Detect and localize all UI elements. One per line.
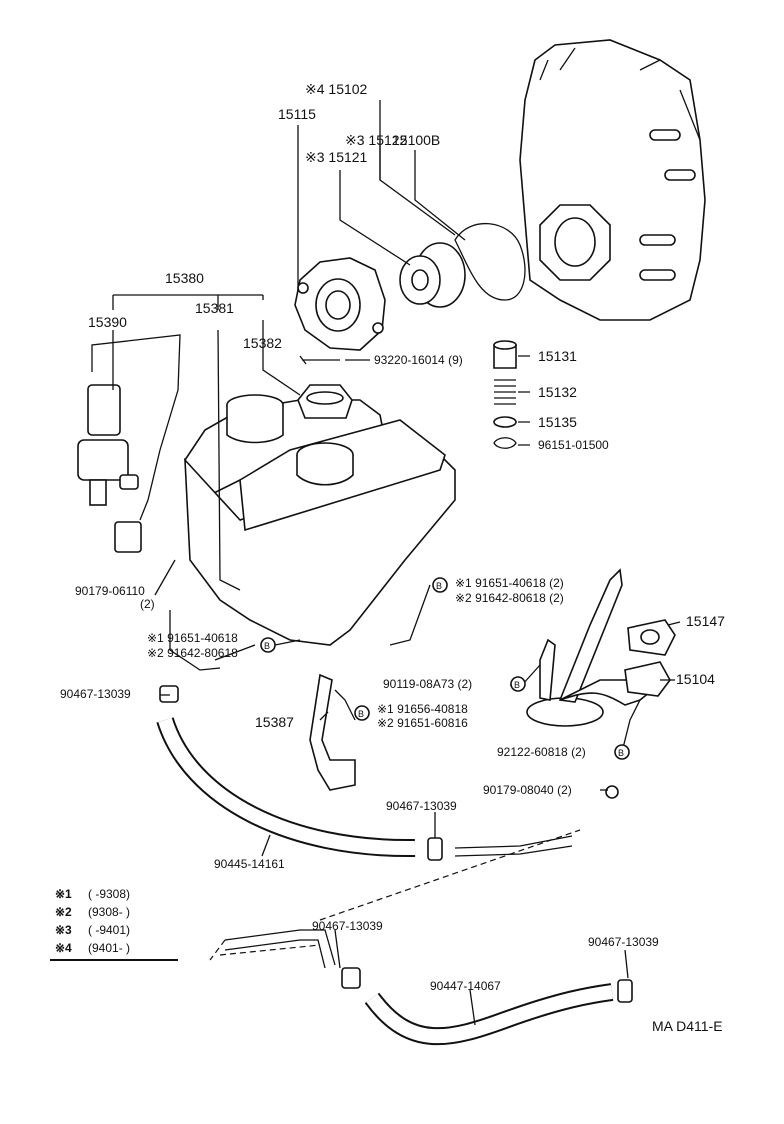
legend-mark-2: ※2 — [55, 905, 72, 919]
label-90119: 90119-08A73 (2) — [383, 677, 472, 691]
label-15380: 15380 — [165, 270, 204, 286]
oil-pump-rotor — [399, 242, 466, 308]
dashed-zone-lower — [219, 944, 321, 956]
label-91642-80618-b: ※2 91642-80618 — [147, 646, 238, 660]
legend-mark-4: ※4 — [55, 941, 72, 955]
label-90447: 90447-14067 — [430, 979, 501, 993]
clamp-90467-d — [617, 979, 633, 1003]
label-93220: 93220-16014 (9) — [374, 353, 463, 367]
label-15132: 15132 — [538, 384, 577, 400]
bracket-15387 — [309, 673, 356, 791]
label-15135: 15135 — [538, 414, 577, 430]
label-15121: ※3 15121 — [305, 149, 368, 165]
solenoid-valve — [77, 334, 181, 553]
label-15102: ※4 15102 — [305, 81, 368, 97]
bolt-marker-4: B — [358, 709, 364, 719]
label-90467-a: 90467-13039 — [60, 687, 131, 701]
legend-range-4: (9401- ) — [88, 941, 130, 955]
label-15382: 15382 — [243, 335, 282, 351]
legend-range-3: ( -9401) — [88, 923, 130, 937]
label-91651-40618-b: ※1 91651-40618 — [147, 631, 238, 645]
part-labels: ※4 15102 15115 ※3 15122 15100B ※3 15121 … — [60, 81, 725, 1034]
label-91642-80618-a: ※2 91642-80618 (2) — [455, 591, 564, 605]
bolt-marker-5: B — [618, 748, 624, 758]
bolt-marker-2: B — [264, 641, 270, 651]
label-15115: 15115 — [278, 106, 316, 122]
legend-mark-1: ※1 — [55, 887, 72, 901]
label-15104: 15104 — [676, 671, 715, 687]
legend-range-2: (9308- ) — [88, 905, 130, 919]
hose-90447-inner — [366, 985, 613, 1044]
leader-lines — [112, 100, 681, 1026]
pipe-lower-left — [224, 929, 336, 969]
label-15100b: 15100B — [392, 132, 440, 148]
label-15122: ※3 15122 — [345, 132, 408, 148]
label-90467-c: 90467-13039 — [312, 919, 383, 933]
oil-pipe-assembly — [526, 568, 676, 799]
pipe-upper-right — [454, 835, 573, 857]
clamp-90467-c — [341, 967, 361, 989]
label-15147: 15147 — [686, 613, 725, 629]
clamp-90467-b — [427, 837, 443, 861]
label-90467-b: 90467-13039 — [386, 799, 457, 813]
label-15387: 15387 — [255, 714, 294, 730]
bolt-markers: B B B B B — [260, 577, 630, 760]
label-90179-06110-qty: (2) — [140, 597, 155, 611]
label-91651-60816: ※2 91651-60816 — [377, 716, 468, 730]
legend-range-1: ( -9308) — [88, 887, 130, 901]
clamp-90467-a — [159, 685, 179, 703]
label-90467-d: 90467-13039 — [588, 935, 659, 949]
label-90445: 90445-14161 — [214, 857, 285, 871]
label-91656: ※1 91656-40818 — [377, 702, 468, 716]
relief-valve-parts — [493, 340, 517, 449]
diagram-code: MA D411-E — [652, 1018, 723, 1034]
label-15131: 15131 — [538, 348, 577, 364]
bolt-93220 — [299, 355, 340, 365]
label-91651-40618-a: ※1 91651-40618 (2) — [455, 576, 564, 590]
engine-block — [519, 39, 706, 321]
bolt-marker-3: B — [514, 680, 520, 690]
legend-mark-3: ※3 — [55, 923, 72, 937]
label-92122: 92122-60818 (2) — [497, 745, 586, 759]
label-15381: 15381 — [195, 300, 234, 316]
oil-pump-body — [294, 257, 386, 351]
oil-reservoir-tank — [184, 384, 456, 646]
label-90179-06110: 90179-06110 — [75, 584, 145, 598]
bolt-marker-1: B — [436, 581, 442, 591]
hose-90445-inner — [158, 717, 416, 856]
label-96151: 96151-01500 — [538, 438, 609, 452]
label-90179-08040: 90179-08040 (2) — [483, 783, 572, 797]
o-ring — [454, 223, 526, 301]
date-range-legend: ※1 ( -9308) ※2 (9308- ) ※3 ( -9401) ※4 (… — [50, 887, 178, 961]
label-15390: 15390 — [88, 314, 127, 330]
dashed-zone-upper — [209, 829, 581, 961]
